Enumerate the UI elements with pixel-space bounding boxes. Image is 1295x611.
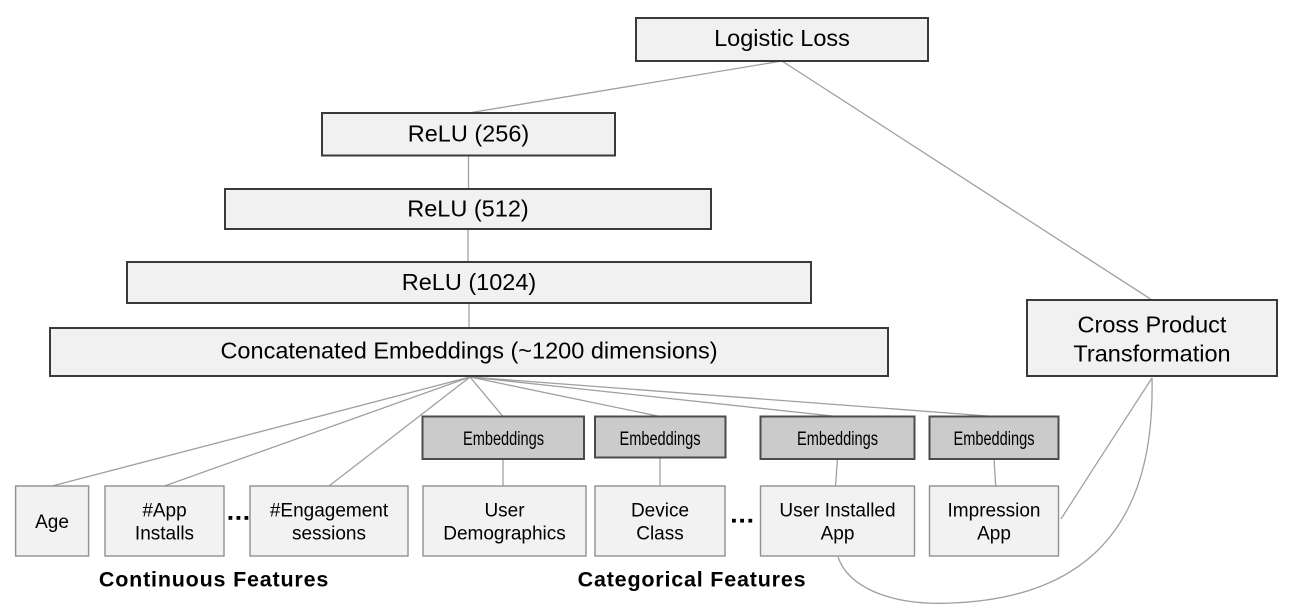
svg-text:#Engagement: #Engagement: [270, 501, 389, 522]
svg-text:Embeddings: Embeddings: [797, 429, 878, 450]
svg-text:Installs: Installs: [135, 524, 194, 545]
svg-text:App: App: [821, 524, 855, 545]
svg-text:User: User: [484, 501, 525, 522]
svg-text:App: App: [977, 524, 1011, 545]
svg-text:Embeddings: Embeddings: [620, 429, 701, 450]
svg-text:Continuous Features: Continuous Features: [99, 568, 329, 592]
svg-text:Class: Class: [636, 524, 684, 545]
svg-text:Impression: Impression: [948, 501, 1041, 522]
svg-text:Concatenated Embeddings (~1200: Concatenated Embeddings (~1200 dimension…: [220, 338, 717, 364]
svg-text:ReLU (256): ReLU (256): [408, 121, 529, 147]
svg-text:sessions: sessions: [292, 524, 366, 545]
svg-text:Demographics: Demographics: [443, 524, 566, 545]
svg-text:Transformation: Transformation: [1073, 341, 1230, 367]
svg-text:Device: Device: [631, 501, 689, 522]
svg-text:Cross Product: Cross Product: [1078, 312, 1227, 338]
svg-text:Embeddings: Embeddings: [954, 429, 1035, 450]
svg-text:User Installed: User Installed: [779, 501, 895, 522]
svg-text:#App: #App: [142, 501, 186, 522]
svg-text:ReLU (512): ReLU (512): [407, 196, 528, 222]
svg-text:Age: Age: [35, 512, 69, 533]
svg-text:ReLU (1024): ReLU (1024): [402, 269, 537, 295]
svg-text:Embeddings: Embeddings: [463, 429, 544, 450]
svg-text:Logistic Loss: Logistic Loss: [714, 25, 850, 51]
svg-text:Categorical Features: Categorical Features: [578, 568, 807, 592]
